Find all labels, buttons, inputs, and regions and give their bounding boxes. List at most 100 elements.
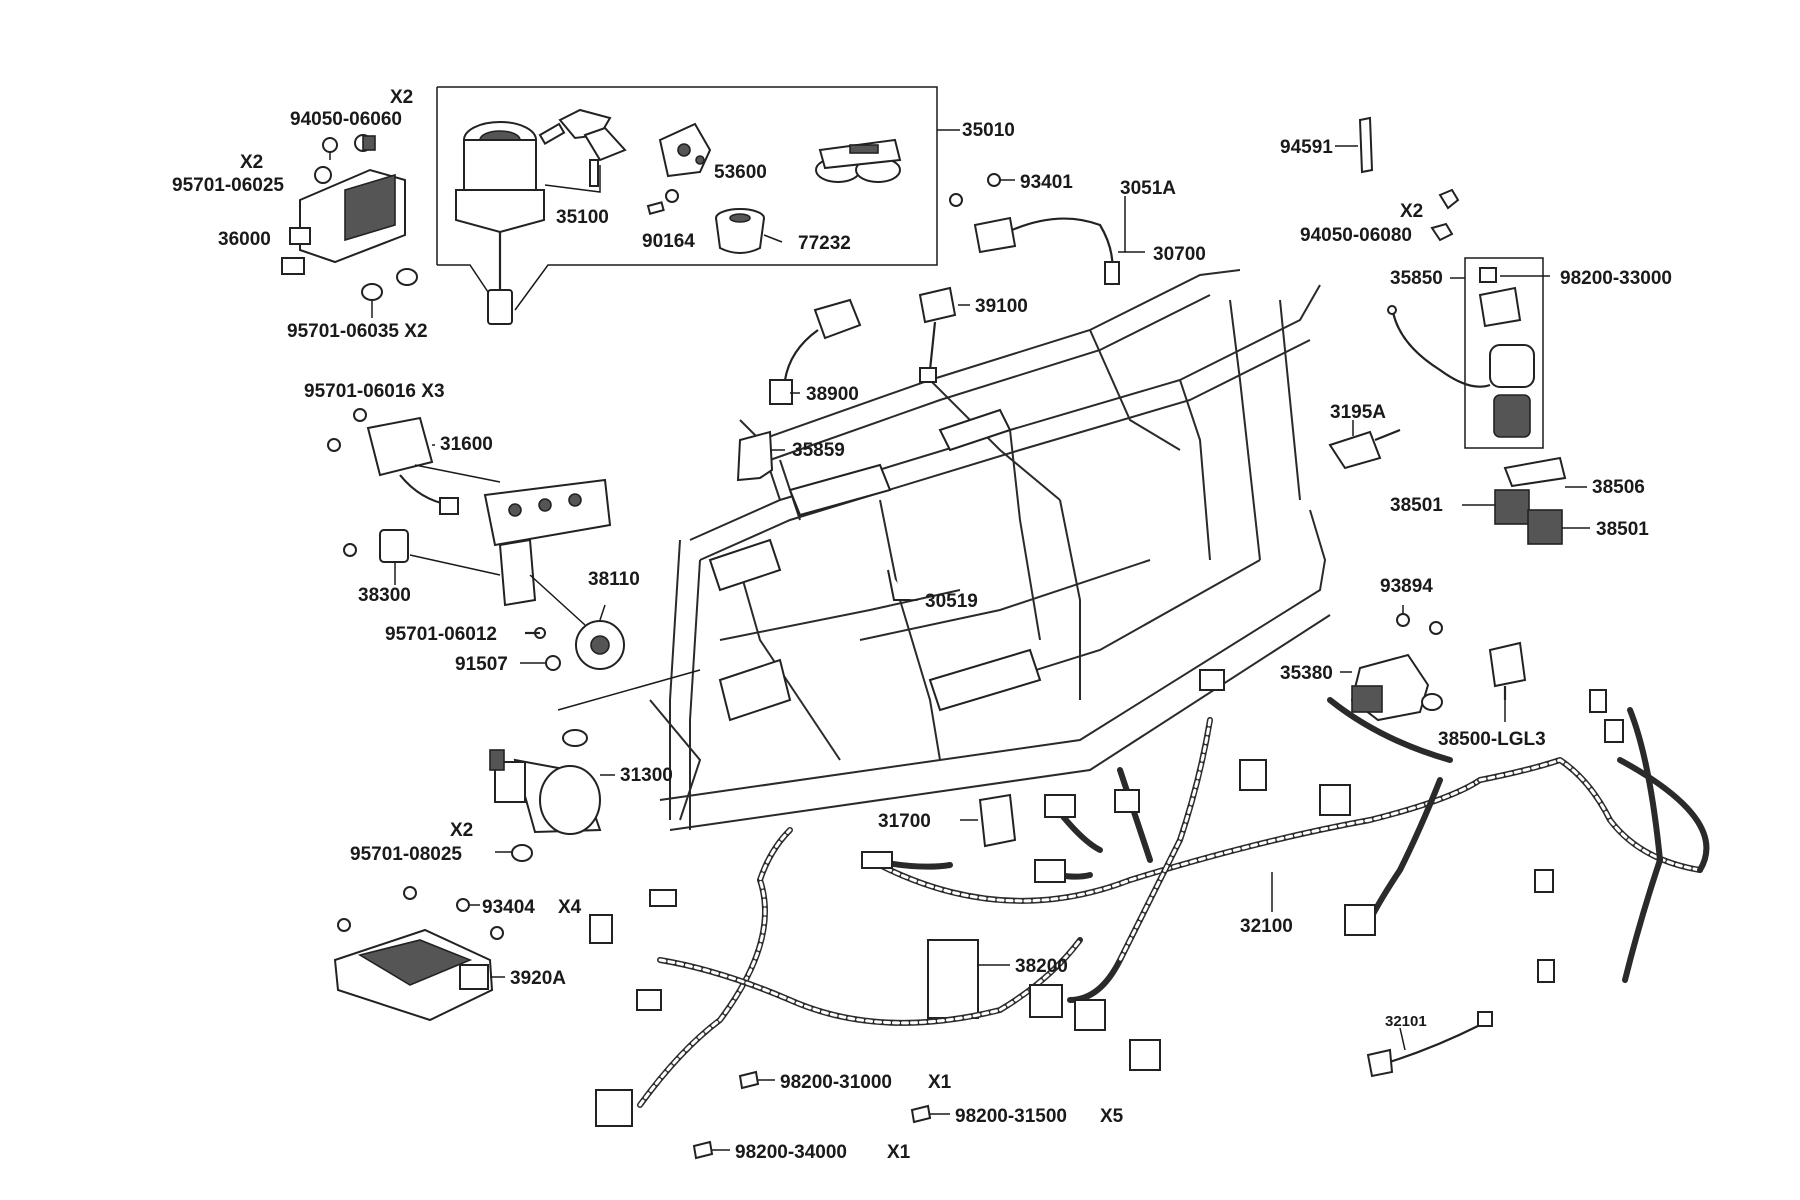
washer-icon — [396, 268, 418, 286]
part-number-label: 32100 — [1240, 916, 1293, 937]
kit-outline — [437, 86, 938, 311]
labels-layer: X2 94050-06060 X2 95701-06025 36000 9570… — [172, 87, 1672, 1163]
connector-icon — [769, 379, 793, 405]
screw-icon — [403, 886, 417, 900]
center-bottom-parts — [927, 793, 1017, 1019]
ignition-kit-group — [436, 86, 960, 325]
part-number-label: 38500-LGL3 — [1438, 729, 1546, 750]
part-number-label: 35859 — [792, 440, 845, 461]
qty-label: X1 — [928, 1072, 952, 1093]
middle-top-group — [736, 173, 1145, 601]
qty-label: X2 — [1400, 201, 1423, 222]
bracket-icon — [887, 569, 910, 601]
part-number-label: 35010 — [962, 120, 1015, 141]
connector-icon — [595, 1089, 633, 1127]
washer-icon — [361, 283, 383, 301]
part-number-label: 95701-06035 X2 — [287, 321, 428, 342]
connector-icon — [813, 298, 862, 340]
connector-icon — [1589, 689, 1607, 713]
connector-icon — [1344, 904, 1376, 936]
connector-icon — [1029, 984, 1063, 1018]
connector-icon — [1537, 959, 1555, 983]
part-number-label: 98200-31500 — [955, 1106, 1067, 1127]
connector-icon — [1114, 789, 1140, 813]
coil-icon — [973, 216, 1017, 254]
fuse-box-icon — [927, 939, 979, 1019]
screw-icon — [337, 918, 351, 932]
qty-label: X4 — [558, 897, 582, 918]
screw-icon — [1429, 621, 1443, 635]
part-number-label: 38110 — [588, 569, 640, 590]
part-number-label: 38200 — [1015, 956, 1068, 977]
connector-icon — [1477, 1011, 1493, 1027]
part-number-label: 95701-06012 — [385, 624, 497, 645]
part-number-label: 3051A — [1120, 178, 1176, 199]
qty-label: X2 — [390, 87, 413, 108]
nut-icon — [1438, 188, 1460, 210]
relay-icon — [1527, 509, 1563, 545]
part-number-label: 38501 — [1390, 495, 1443, 516]
bracket-icon — [736, 430, 774, 482]
fuse-holder-icon — [1478, 286, 1522, 328]
connector-icon — [861, 851, 893, 869]
right-top-group — [1328, 116, 1590, 545]
part-number-label: 94050-06060 — [290, 109, 402, 130]
ignition-switch-icon — [455, 121, 545, 325]
qty-label: X2 — [240, 152, 263, 173]
part-number-label: 95701-08025 — [350, 844, 462, 865]
screw-icon — [456, 898, 470, 912]
bushing-icon — [715, 208, 765, 254]
screw-icon — [1396, 613, 1410, 627]
ecu-group — [333, 886, 505, 1022]
sensor-icon — [1328, 430, 1382, 470]
key-caps-icon — [815, 138, 902, 183]
part-number-label: 53600 — [714, 162, 767, 183]
part-number-label: 30700 — [1153, 244, 1206, 265]
part-number-label: 30519 — [925, 591, 978, 612]
connector-icon — [1319, 784, 1351, 816]
washer-icon — [511, 844, 533, 862]
connector-icon — [1199, 669, 1225, 691]
washer-icon — [314, 166, 332, 184]
part-number-label: 35100 — [556, 207, 609, 228]
bolt-icon — [353, 408, 367, 422]
qty-label: X1 — [887, 1142, 911, 1163]
bracket-plate-icon — [483, 478, 612, 547]
connector-icon — [1534, 869, 1554, 893]
connector-icon — [589, 914, 613, 944]
cdi-unit-group — [281, 134, 418, 318]
part-number-label: 36000 — [218, 229, 271, 250]
atv-frame — [649, 269, 1331, 831]
screw-icon — [987, 173, 1001, 187]
key-icon — [538, 108, 627, 187]
part-number-label: 93401 — [1020, 172, 1073, 193]
part-number-label: 95701-06016 X3 — [304, 381, 445, 402]
regulator-icon — [366, 416, 434, 477]
connector-icon — [1044, 794, 1076, 818]
connector-icon — [636, 989, 662, 1011]
sub-harness-group — [1366, 1011, 1493, 1078]
qty-label: X2 — [450, 820, 473, 841]
part-number-label: 77232 — [798, 233, 851, 254]
part-number-label: 38300 — [358, 585, 411, 606]
connector-icon — [1034, 859, 1066, 883]
part-number-label: 94050-06080 — [1300, 225, 1412, 246]
part-number-label: 38506 — [1592, 477, 1645, 498]
bolt-icon — [327, 438, 341, 452]
connector-icon — [1604, 719, 1624, 743]
part-number-label: 90164 — [642, 231, 695, 252]
part-number-label: 93404 — [482, 897, 535, 918]
clip-icon — [545, 655, 561, 671]
part-number-label: 98200-33000 — [1560, 268, 1672, 289]
right-middle-group — [1340, 605, 1527, 722]
bulb-icon — [1358, 116, 1374, 174]
part-number-label: 31600 — [440, 434, 493, 455]
part-number-label: 31700 — [878, 811, 931, 832]
starter-motor-group — [489, 729, 615, 862]
screw-icon — [646, 189, 679, 215]
part-number-label: 35850 — [1390, 268, 1443, 289]
main-wire-harness — [589, 669, 1710, 1127]
relay-icon — [978, 793, 1017, 848]
relay-icon — [1488, 641, 1527, 688]
